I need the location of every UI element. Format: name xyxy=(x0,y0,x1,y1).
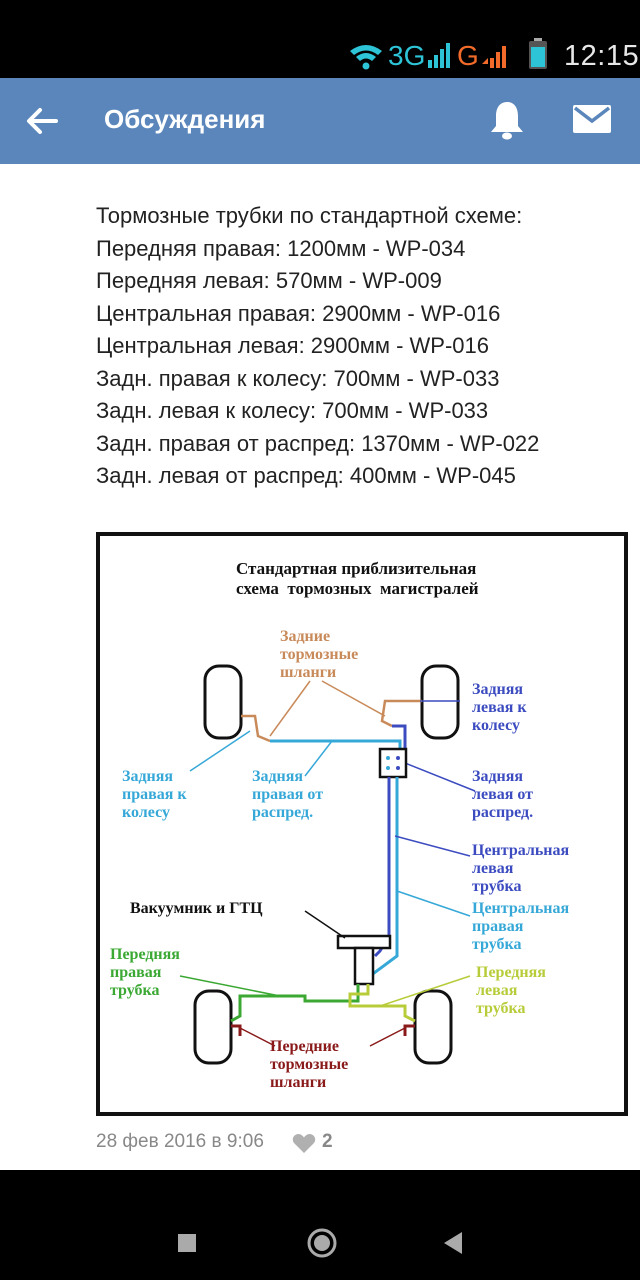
label-rear-hoses: Задние тормозные шланги xyxy=(280,628,359,681)
signal-icon-2 xyxy=(482,46,506,68)
signal-icon-1 xyxy=(428,43,450,68)
label-vacuum: Вакуумник и ГТЦ xyxy=(130,900,263,917)
post-line: Задн. правая к колесу: 700мм - WP-033 xyxy=(96,365,500,391)
wifi-icon xyxy=(350,45,382,70)
rear-left-wheel xyxy=(420,664,460,740)
navigation-bar xyxy=(0,1170,640,1280)
rear-right-wheel xyxy=(203,664,243,740)
label-front-hoses: Передние тормозные шланги xyxy=(270,1038,349,1091)
post-text: Тормозные трубки по стандартной схеме: П… xyxy=(96,200,539,493)
distributor xyxy=(378,747,408,779)
post-date: 28 фев 2016 в 9:06 xyxy=(96,1131,264,1152)
label-rear-left-to-wheel: Задняя левая к колесу xyxy=(472,681,527,734)
post-line: Задн. левая от распред: 400мм - WP-045 xyxy=(96,463,516,488)
heart-icon[interactable] xyxy=(292,1134,316,1154)
label-front-right: Передняя правая трубка xyxy=(110,946,180,999)
post-line: Передняя правая: 1200мм - WP-034 xyxy=(96,235,466,261)
page-title: Обсуждения xyxy=(104,104,266,134)
post-line: Передняя левая: 570мм - WP-009 xyxy=(96,268,442,293)
label-rear-right-to-wheel: Задняя правая к колесу xyxy=(122,768,187,821)
diagram-title-line-1: Стандартная приблизительная xyxy=(236,559,477,578)
label-rear-right-from-dist: Задняя правая от распред. xyxy=(252,768,324,821)
post-line: Задн. правая от распред: 1370мм - WP-022 xyxy=(96,430,540,456)
post-line: Центральная правая: 2900мм - WP-016 xyxy=(96,300,501,326)
post-line: Центральная левая: 2900мм - WP-016 xyxy=(96,333,490,358)
network-g-label: G xyxy=(457,40,479,71)
network-3g-label: 3G xyxy=(388,40,426,71)
brake-diagram-image[interactable]: Стандартная приблизительная схема тормоз… xyxy=(96,532,628,1116)
label-rear-left-from-dist: Задняя левая от распред. xyxy=(472,768,534,821)
recent-apps-icon[interactable] xyxy=(178,1234,196,1252)
post-line: Задн. левая к колесу: 700мм - WP-033 xyxy=(96,398,489,423)
app-bar: Обсуждения xyxy=(0,78,640,164)
master-cylinder xyxy=(336,934,392,950)
front-left-wheel xyxy=(413,989,453,1065)
label-central-right: Центральная правая трубка xyxy=(472,900,570,953)
vacuum-booster xyxy=(353,946,375,986)
battery-icon xyxy=(529,38,547,69)
brake-diagram-drawing xyxy=(179,664,476,1065)
nav-back-icon[interactable] xyxy=(442,1230,464,1256)
label-front-left: Передняя левая трубка xyxy=(476,964,546,1017)
diagram-title-line-2: схема тормозных магистралей xyxy=(236,579,479,598)
post-line: Тормозные трубки по стандартной схеме: xyxy=(96,203,523,228)
front-right-wheel xyxy=(193,989,233,1065)
status-bar: 3G G 12:15 xyxy=(0,0,640,78)
post-content: Тормозные трубки по стандартной схеме: П… xyxy=(0,164,640,1170)
mail-icon[interactable] xyxy=(572,103,612,135)
clock: 12:15 xyxy=(564,40,640,72)
label-central-left: Центральная левая трубка xyxy=(472,842,570,895)
post-meta: 28 фев 2016 в 9:06 2 xyxy=(96,1131,333,1153)
like-count: 2 xyxy=(322,1131,333,1152)
bell-icon[interactable] xyxy=(488,99,526,141)
home-icon[interactable] xyxy=(306,1227,338,1259)
back-arrow-icon[interactable] xyxy=(22,101,62,141)
